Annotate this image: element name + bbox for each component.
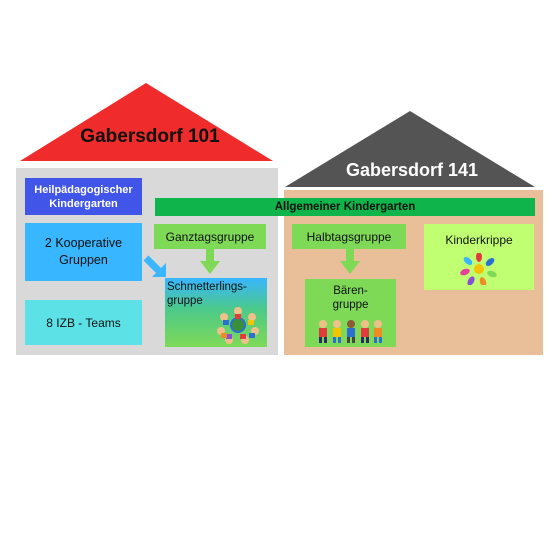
halbtagsgruppe-box: Halbtagsgruppe bbox=[292, 224, 406, 249]
children-row-icon bbox=[319, 320, 382, 343]
colorful-hands-icon bbox=[460, 253, 497, 285]
schmetterlingsgruppe-box: Schmetterlings-gruppe bbox=[165, 278, 267, 347]
izb-teams-box: 8 IZB - Teams bbox=[25, 300, 142, 345]
arrow-down-icon bbox=[200, 249, 220, 274]
children-circle-icon bbox=[217, 307, 259, 344]
kooperative-gruppen-box: 2 Kooperative Gruppen bbox=[25, 223, 142, 281]
kinderkrippe-box: Kinderkrippe bbox=[424, 224, 534, 290]
kooperative-label: 2 Kooperative Gruppen bbox=[44, 236, 123, 267]
allgemeiner-kindergarten-banner: Allgemeiner Kindergarten bbox=[155, 198, 535, 216]
heilpaedagogischer-label: Heilpädagogischer Kindergarten bbox=[34, 183, 133, 210]
arrow-diagonal-icon bbox=[143, 255, 166, 277]
left-house-title: Gabersdorf 101 bbox=[80, 126, 220, 147]
heilpaedagogischer-kindergarten-box: Heilpädagogischer Kindergarten bbox=[25, 178, 142, 215]
arrow-down-icon bbox=[340, 249, 360, 274]
schmetterlings-label: Schmetterlings-gruppe bbox=[167, 281, 247, 307]
ganztagsgruppe-box: Ganztagsgruppe bbox=[154, 224, 266, 249]
baeren-label: Bären-gruppe bbox=[332, 285, 369, 311]
baerengruppe-box: Bären-gruppe bbox=[305, 279, 396, 347]
kinderkrippe-label: Kinderkrippe bbox=[445, 233, 513, 247]
right-house-title: Gabersdorf 141 bbox=[345, 159, 479, 180]
